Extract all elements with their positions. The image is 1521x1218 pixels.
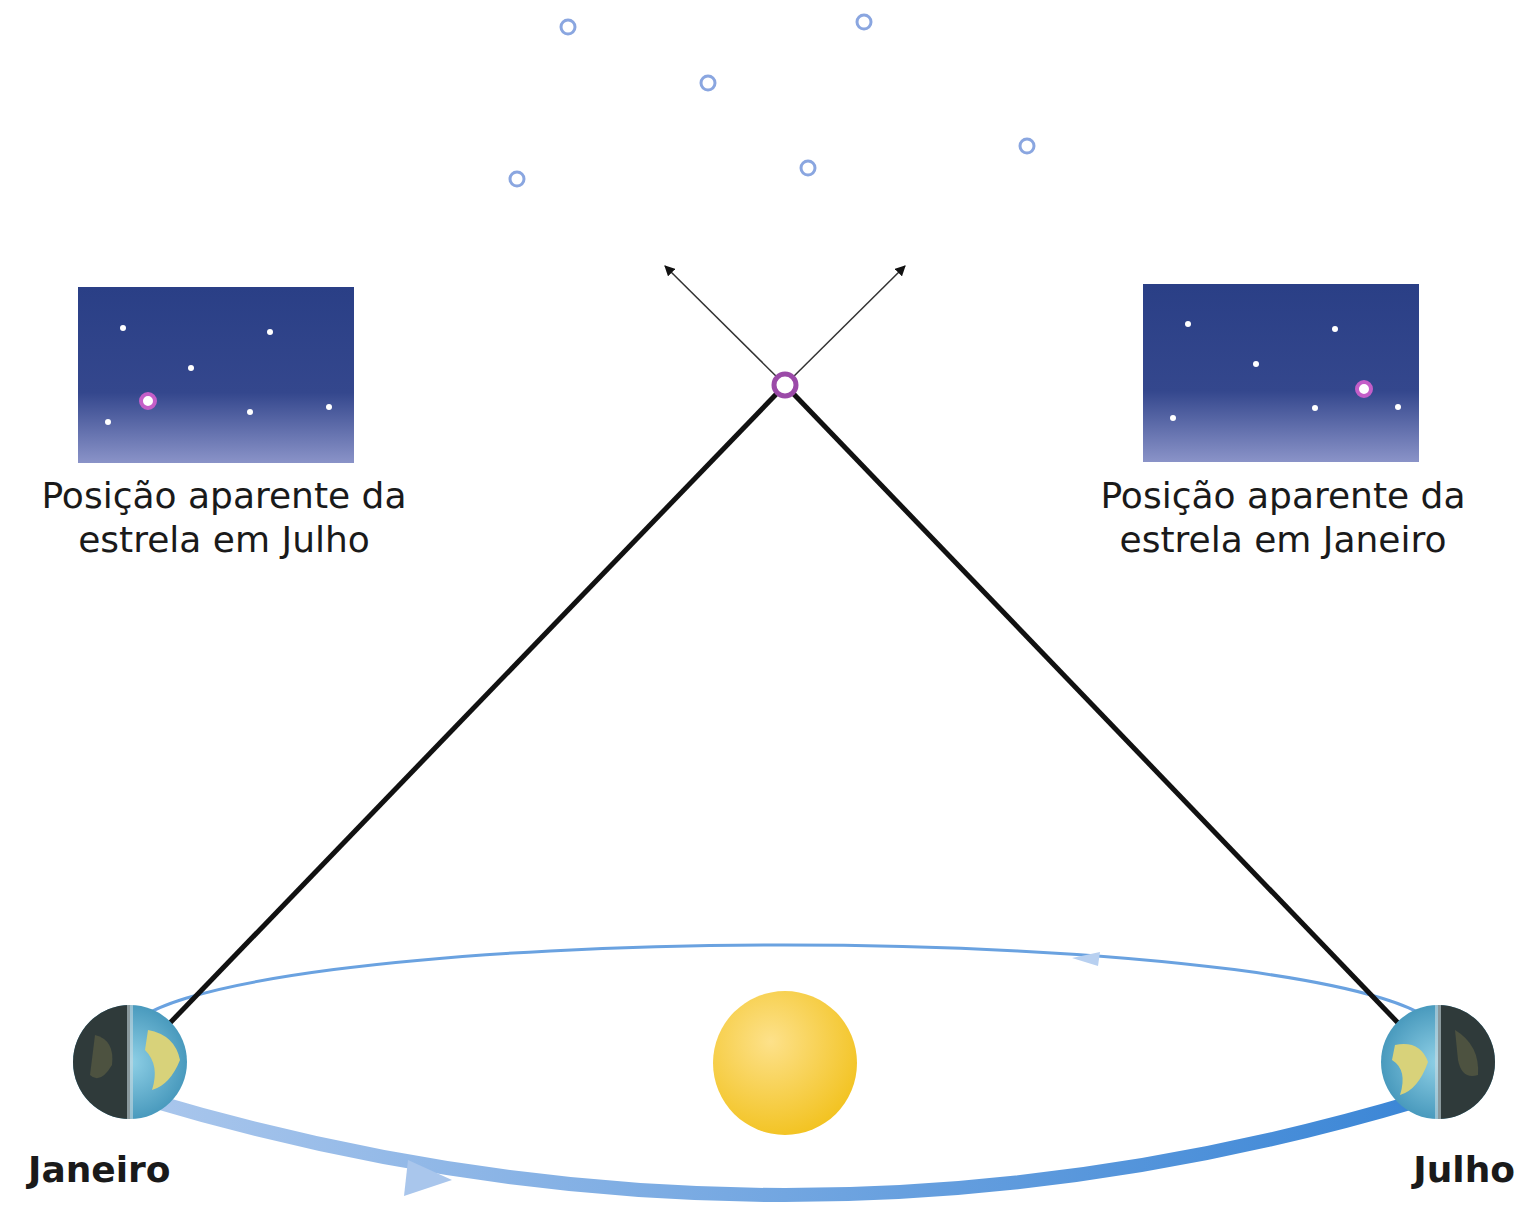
sun [713,991,857,1135]
orbit-arrow [1072,952,1100,966]
panel-caption: Posição aparente da estrela em Julho [4,474,444,562]
earth [73,1005,187,1119]
near-star [774,374,796,396]
orbit-arrow [404,1160,452,1196]
month-label: Janeiro [28,1148,171,1192]
panel-caption: Posição aparente da estrela em Janeiro [1063,474,1503,562]
earth [1381,1005,1495,1119]
sight-extension [665,266,785,385]
background-stars [510,15,1034,186]
sky-panel [78,287,354,463]
sight-extension [785,266,905,385]
month-label: Julho [1413,1148,1515,1192]
sky-panel [1143,284,1419,462]
